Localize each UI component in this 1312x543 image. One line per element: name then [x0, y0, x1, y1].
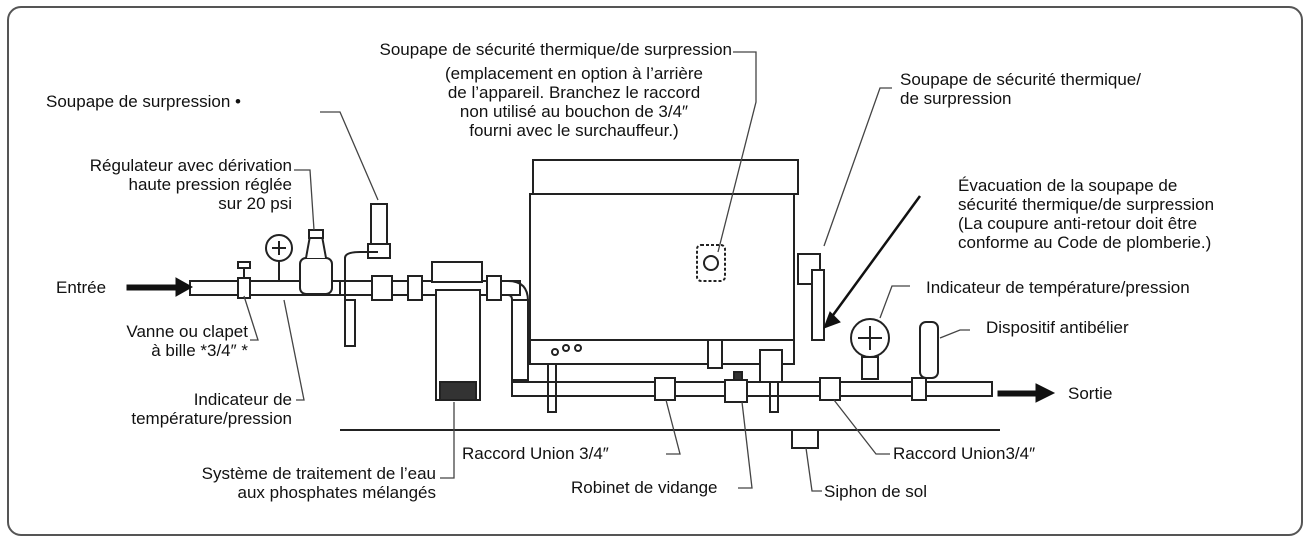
label-systeme-traitement: Système de traitement de l’eau aux phosp… [201, 464, 436, 502]
label-option-note: (emplacement en option à l’arrière de l’… [445, 64, 703, 140]
diagram-frame [7, 6, 1303, 536]
label-soupape-surpression: Soupape de surpression • [46, 92, 241, 111]
label-vanne: Vanne ou clapet à bille *3/4″ * [126, 322, 248, 360]
filter-head [431, 261, 483, 283]
drain-valve [724, 379, 748, 403]
label-regulateur: Régulateur avec dérivation haute pressio… [89, 156, 292, 213]
booster-body [529, 193, 795, 341]
label-sortie: Sortie [1068, 384, 1113, 403]
label-raccord-union-left: Raccord Union 3/4″ [462, 444, 609, 463]
label-robinet: Robinet de vidange [571, 478, 718, 497]
label-soupape-thermique-top: Soupape de sécurité thermique/de surpres… [379, 40, 733, 59]
regulator [299, 257, 333, 295]
label-indicateur-left: Indicateur de température/pression [131, 390, 292, 428]
ball-valve [237, 277, 251, 299]
hammer-arrestor [919, 321, 939, 379]
label-raccord-union-right: Raccord Union3/4″ [893, 444, 1036, 463]
label-evacuation: Évacuation de la soupape de sécurité the… [958, 176, 1215, 252]
relief-valve [370, 203, 388, 245]
floor-drain [791, 429, 819, 449]
booster-top [532, 159, 799, 195]
label-antibelier: Dispositif antibélier [986, 318, 1129, 337]
label-soupape-thermique-right: Soupape de sécurité thermique/ de surpre… [900, 70, 1141, 108]
label-entree: Entrée [56, 278, 107, 297]
outlet-pipe [511, 381, 993, 397]
label-indicateur-right: Indicateur de température/pression [926, 278, 1190, 297]
label-siphon: Siphon de sol [824, 482, 928, 501]
